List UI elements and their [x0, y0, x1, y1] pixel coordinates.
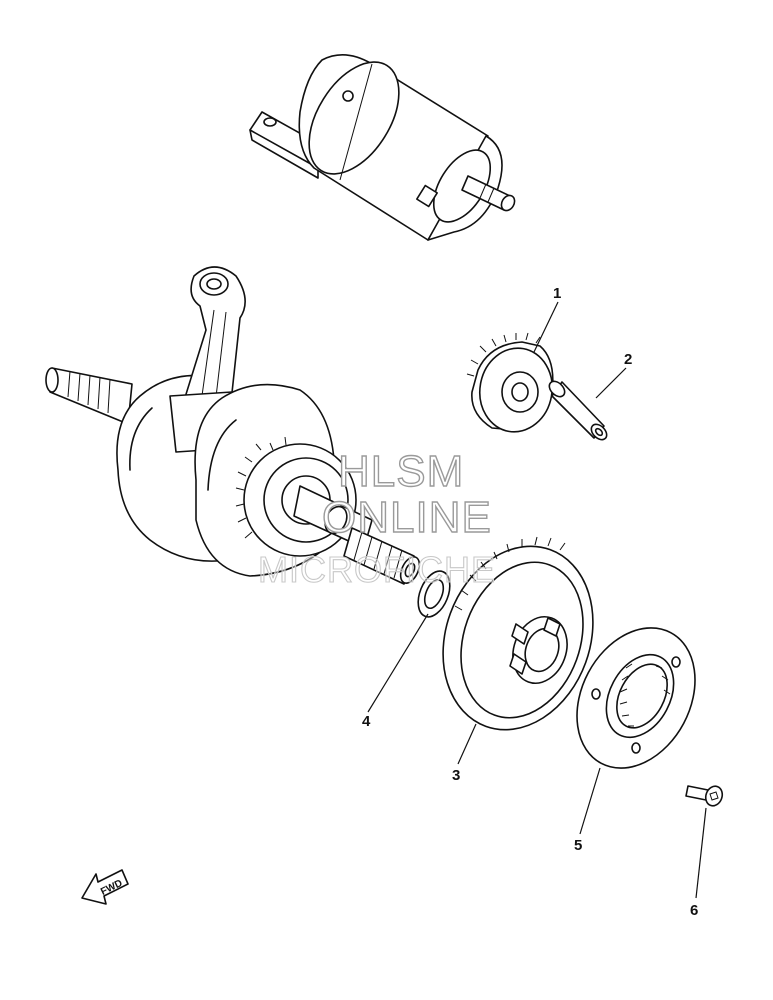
part-5-one-way-clutch	[576, 627, 696, 769]
callout-3: 3	[452, 767, 460, 784]
part-3-starter-wheel-gear	[442, 536, 594, 731]
watermark-line-2: ONLINE	[322, 493, 492, 542]
callout-4: 4	[362, 713, 371, 730]
fwd-arrow-icon: FWD	[81, 869, 129, 905]
callout-6: 6	[690, 902, 698, 919]
callout-numbers: 1 2 3 4 5 6	[362, 285, 698, 919]
crankshaft-assembly	[45, 266, 421, 585]
leader-lines	[367, 301, 707, 899]
watermark-line-1: HLSM	[338, 447, 464, 496]
part-4-washer	[417, 570, 451, 618]
callout-1: 1	[553, 285, 561, 302]
callout-2: 2	[624, 351, 632, 368]
callout-5: 5	[574, 837, 582, 854]
part-1-gear	[466, 332, 554, 433]
watermark: HLSM ONLINE MICROFICHE	[257, 446, 496, 590]
part-2-pin	[548, 380, 608, 441]
watermark-line-3: MICROFICHE	[258, 549, 496, 590]
starter-motor	[249, 54, 516, 241]
part-6-bolt	[685, 785, 724, 807]
